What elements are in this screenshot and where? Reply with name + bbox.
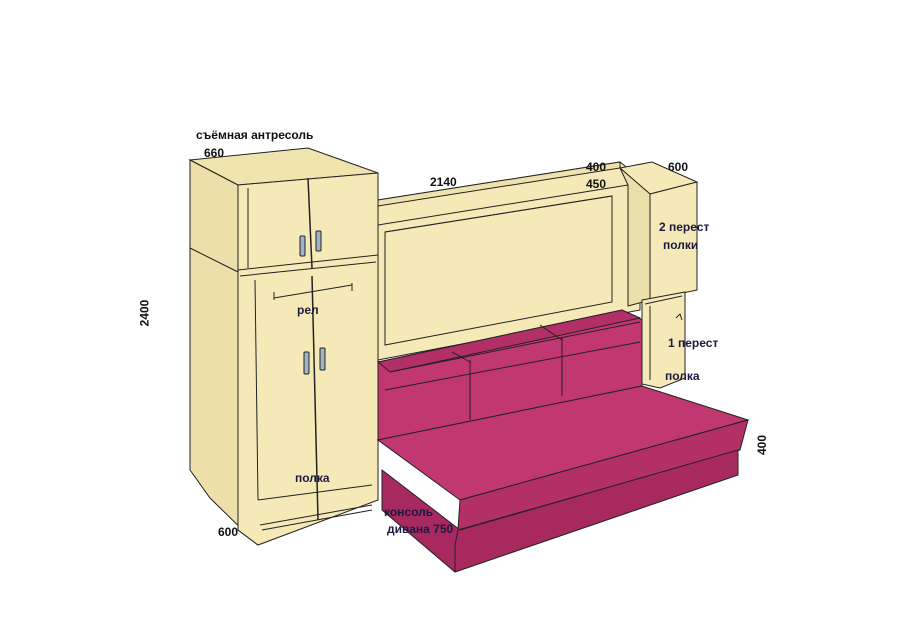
label-2140: 2140: [430, 175, 457, 189]
label-600-depth: 600: [218, 525, 239, 539]
label-400-height: 400: [755, 434, 770, 456]
label-shelves: полки: [663, 238, 699, 252]
wardrobe: [188, 147, 379, 546]
label-sofa-console: дивана 750: [387, 522, 454, 536]
sofa: [376, 309, 750, 573]
label-rail: рел: [297, 303, 319, 317]
label-mezzanine: съёмная антресоль: [196, 128, 314, 142]
label-400-top: 400: [586, 160, 607, 174]
label-2400: 2400: [137, 299, 152, 327]
label-660: 660: [204, 146, 225, 160]
label-2-shelves: 2 перест: [659, 220, 710, 234]
label-1-shelf: 1 перест: [668, 336, 719, 350]
label-console: консоль: [384, 505, 434, 519]
label-600-top: 600: [668, 160, 689, 174]
right-shelf-unit: [618, 161, 699, 389]
label-450: 450: [586, 177, 607, 191]
label-shelf-bottom: полка: [295, 471, 330, 485]
back-panel: [377, 161, 641, 361]
label-shelf-right: полка: [665, 369, 700, 383]
